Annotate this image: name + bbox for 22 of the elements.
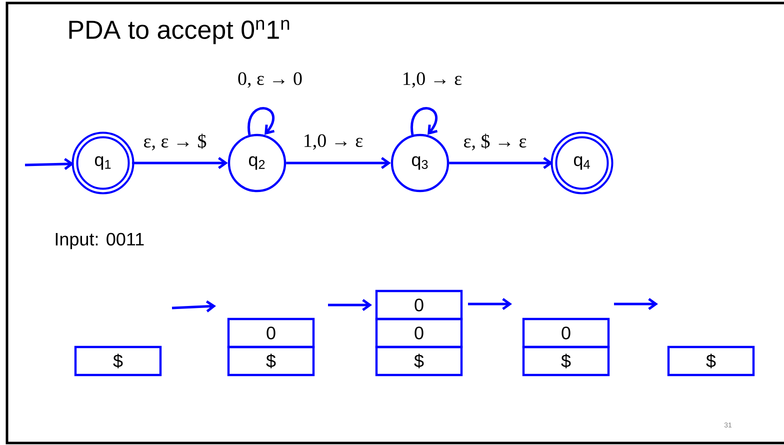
arrow bbox=[286, 156, 391, 170]
stack-cell: 0 bbox=[522, 318, 610, 348]
title: PDA to accept 0$^{n}$1$^{n}$ bbox=[69, 20, 290, 44]
edge-label: 0, ε → 0 bbox=[238, 72, 302, 88]
stack-cell: 0 bbox=[227, 318, 315, 348]
input-label: Input: 0011 bbox=[56, 232, 144, 250]
arrow bbox=[449, 156, 553, 170]
stack-cell: $ bbox=[375, 346, 463, 376]
arrow bbox=[248, 107, 275, 135]
arrow bbox=[132, 156, 228, 170]
arrow bbox=[24, 158, 74, 170]
stack-cell: $ bbox=[522, 346, 610, 376]
edge-label: ε, ε → $ bbox=[144, 134, 206, 150]
arrow bbox=[410, 107, 438, 135]
stack-cell: 0 bbox=[375, 318, 463, 348]
edge-label: ε, $ → ε bbox=[464, 134, 526, 150]
stack-cell: $ bbox=[667, 346, 755, 376]
stack-cell: $ bbox=[74, 346, 162, 376]
edge-label: 1,0 → ε bbox=[304, 134, 363, 150]
edge-label: 1,0 → ε bbox=[404, 72, 462, 88]
stack-cell: 0 bbox=[375, 290, 463, 320]
stack-cell: $ bbox=[227, 346, 315, 376]
